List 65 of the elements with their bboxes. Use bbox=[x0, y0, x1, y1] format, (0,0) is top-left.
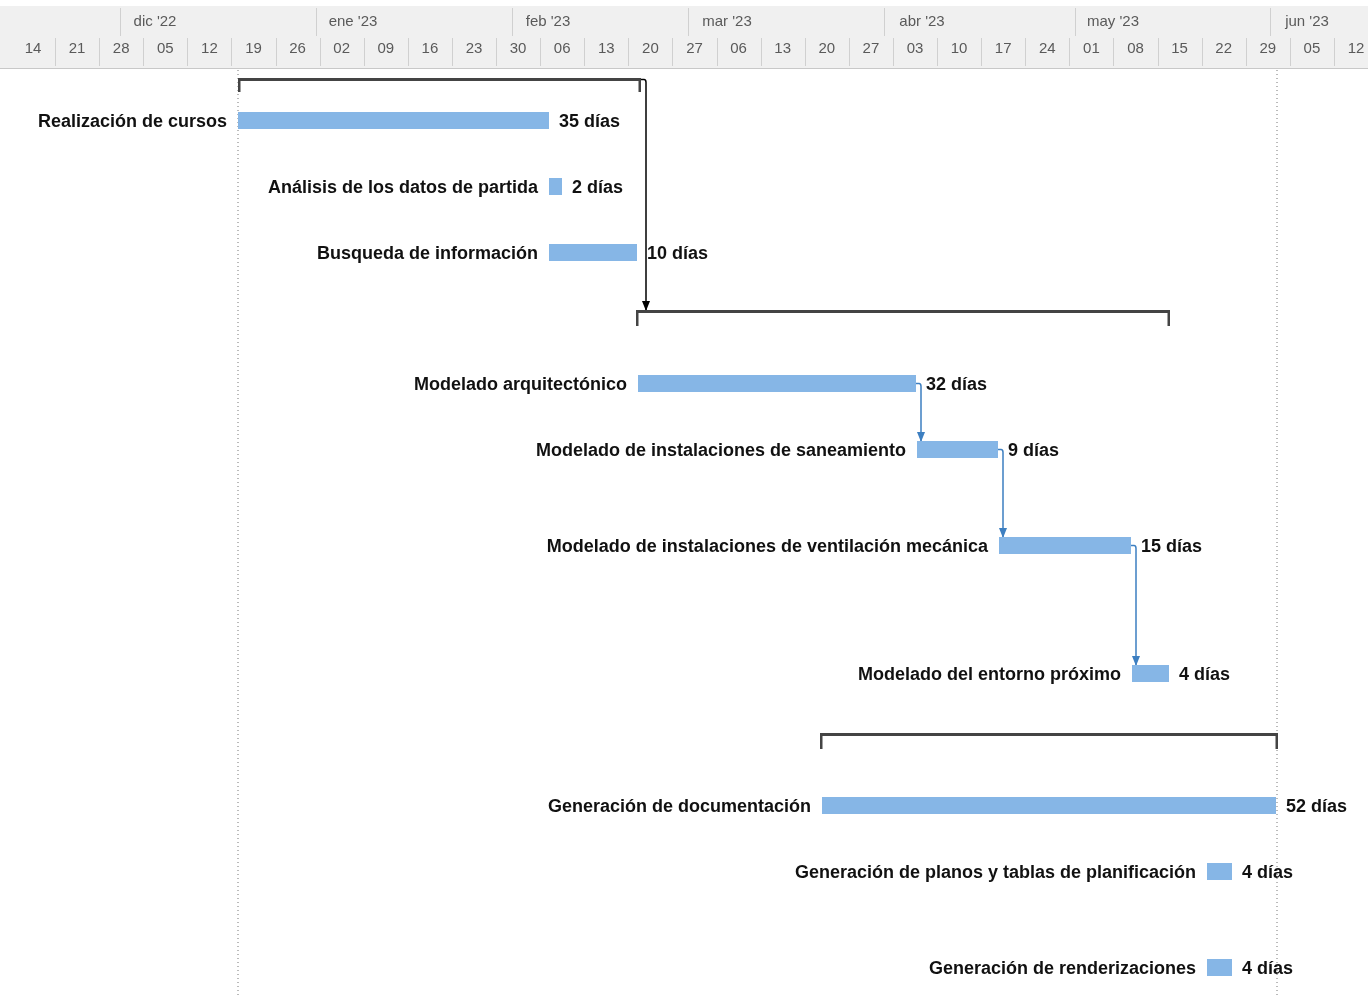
month-label: abr '23 bbox=[899, 12, 945, 29]
week-label: 10 bbox=[950, 39, 968, 56]
week-label: 12 bbox=[1347, 39, 1365, 56]
week-label: 19 bbox=[245, 39, 262, 56]
week-label: 13 bbox=[597, 39, 615, 56]
duration-label: 52 días bbox=[1286, 795, 1348, 816]
month-label: ene '23 bbox=[328, 12, 378, 29]
duration-label: 4 días bbox=[1242, 861, 1294, 882]
month-label: mar '23 bbox=[702, 12, 752, 29]
week-label: 13 bbox=[774, 39, 792, 56]
task-name: Generación de planos y tablas de planificación bbox=[794, 861, 1196, 882]
month-label: jun '23 bbox=[1285, 12, 1329, 29]
task-name: Modelado del entorno próximo bbox=[858, 663, 1121, 684]
week-label: 12 bbox=[201, 39, 218, 56]
week-label: 03 bbox=[906, 39, 924, 56]
week-label: 20 bbox=[642, 39, 659, 56]
month-label: may '23 bbox=[1086, 12, 1140, 29]
duration-label: 9 días bbox=[1008, 439, 1060, 460]
week-label: 14 bbox=[24, 39, 42, 56]
task-name: Generación de renderizaciones bbox=[928, 957, 1196, 978]
week-label: 27 bbox=[686, 39, 703, 56]
week-label: 21 bbox=[68, 39, 86, 56]
duration-label: 4 días bbox=[1179, 663, 1231, 684]
task-name: Modelado de instalaciones de ventilación mecánica bbox=[546, 535, 988, 556]
week-label: 06 bbox=[730, 39, 747, 56]
week-label: 05 bbox=[156, 39, 174, 56]
week-label: 15 bbox=[1171, 39, 1188, 56]
summary-bracket bbox=[636, 310, 1170, 326]
month-label: feb '23 bbox=[525, 12, 571, 29]
week-label: 27 bbox=[862, 39, 880, 56]
week-label: 16 bbox=[421, 39, 439, 56]
duration-label: 4 días bbox=[1242, 957, 1294, 978]
week-label: 30 bbox=[509, 39, 527, 56]
week-label: 06 bbox=[553, 39, 571, 56]
week-label: 22 bbox=[1215, 39, 1233, 56]
dependency-arrow bbox=[640, 78, 650, 311]
dependency-arrow bbox=[915, 382, 925, 442]
week-label: 01 bbox=[1083, 39, 1100, 56]
summary-bracket bbox=[238, 78, 641, 92]
dependency-arrow bbox=[997, 448, 1007, 538]
week-label: 29 bbox=[1259, 39, 1277, 56]
duration-label: 32 días bbox=[926, 373, 988, 394]
task-name: Modelado de instalaciones de saneamiento bbox=[535, 439, 906, 460]
task-name: Busqueda de información bbox=[316, 242, 538, 263]
task-name: Realización de cursos bbox=[37, 110, 227, 131]
week-label: 08 bbox=[1127, 39, 1144, 56]
task-name: Generación de documentación bbox=[547, 795, 811, 816]
week-label: 28 bbox=[112, 39, 130, 56]
summary-bracket bbox=[820, 733, 1278, 749]
week-label: 05 bbox=[1303, 39, 1321, 56]
week-label: 24 bbox=[1038, 39, 1056, 56]
month-label: dic '22 bbox=[133, 12, 177, 29]
duration-label: 2 días bbox=[572, 176, 624, 197]
task-name: Modelado arquitectónico bbox=[414, 373, 627, 394]
week-label: 23 bbox=[465, 39, 483, 56]
duration-label: 15 días bbox=[1141, 535, 1203, 556]
dependency-arrow bbox=[1130, 544, 1140, 666]
task-name: Análisis de los datos de partida bbox=[267, 176, 538, 197]
duration-label: 35 días bbox=[559, 110, 621, 131]
week-label: 20 bbox=[818, 39, 836, 56]
week-label: 17 bbox=[994, 39, 1012, 56]
duration-label: 10 días bbox=[647, 242, 709, 263]
week-label: 09 bbox=[377, 39, 395, 56]
week-label: 26 bbox=[289, 39, 306, 56]
week-label: 02 bbox=[333, 39, 351, 56]
